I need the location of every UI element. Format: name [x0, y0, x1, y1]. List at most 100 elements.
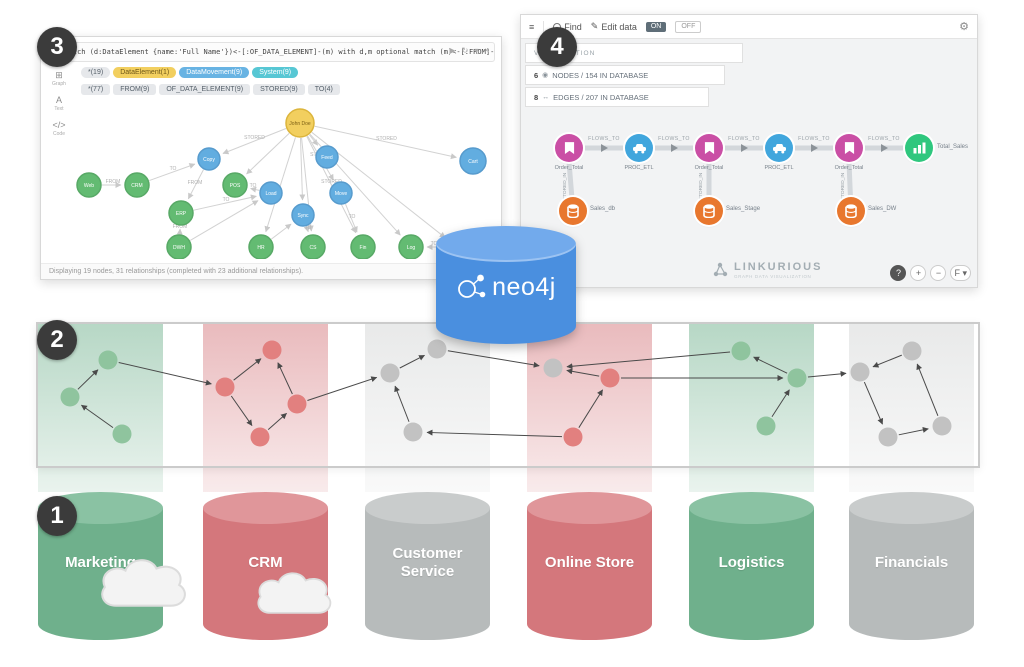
car-icon [632, 143, 646, 153]
graph-node[interactable] [168, 200, 194, 226]
relationship-pill[interactable]: TO(4) [307, 84, 340, 95]
edit-on-toggle[interactable]: ON [645, 21, 667, 32]
network-node [850, 362, 870, 382]
graph-node[interactable] [259, 181, 283, 205]
count-text: NODES / 154 IN DATABASE [552, 70, 649, 80]
flow-node-bookmark[interactable] [555, 134, 583, 162]
graph-node[interactable] [350, 234, 376, 259]
network-node [731, 341, 751, 361]
help-button[interactable]: ? [890, 265, 907, 281]
filter-button[interactable]: F ▾ [950, 265, 971, 281]
graph-node-label: Log [407, 245, 416, 251]
linkurious-tagline: GRAPH DATA VISUALIZATION [734, 273, 812, 279]
visualization-info-box: VISUALIZATION6◉NODES / 154 IN DATABASE8↔… [525, 43, 743, 107]
close-icon[interactable]: × [484, 46, 489, 55]
store-node[interactable] [837, 197, 865, 225]
bookmark-icon [844, 141, 854, 154]
zoom-in-button[interactable]: + [910, 265, 927, 281]
cylinder-body [849, 508, 974, 640]
graph-node[interactable] [315, 145, 339, 169]
network-edge [916, 363, 939, 416]
flow-node-car[interactable] [625, 134, 653, 162]
graph-view-icon: ⊞ [55, 70, 63, 80]
view-switch-code[interactable]: </>Code [52, 120, 66, 138]
relationship-pill[interactable]: FROM(9) [113, 84, 157, 95]
flow-node-car[interactable] [765, 134, 793, 162]
cylinder-body [365, 508, 490, 640]
network-edge [566, 351, 731, 370]
edit-data-control[interactable]: ✎ Edit data [590, 21, 637, 32]
flow-node-chart[interactable] [905, 134, 933, 162]
refresh-icon[interactable]: ↻ [461, 46, 469, 55]
relationship-label: STORED [321, 179, 342, 185]
graph-node-label: Move [335, 191, 347, 197]
graph-node-label: ERP [176, 211, 187, 217]
gear-icon[interactable]: ⚙ [959, 21, 969, 33]
relationship-pill[interactable]: *(77) [81, 84, 111, 95]
graph-node[interactable] [300, 234, 326, 259]
bookmark-icon [704, 141, 714, 154]
store-node[interactable] [559, 197, 587, 225]
graph-node[interactable] [329, 181, 353, 205]
graph-node[interactable] [124, 172, 150, 198]
flow-node-caption: Order_Total [834, 165, 864, 171]
relationship-pill[interactable]: STORED(9) [253, 84, 305, 95]
cloud-icon [257, 572, 332, 614]
cypher-query-input[interactable]: $ match (d:DataElement {name:'Full Name'… [47, 42, 495, 62]
data-stream-band-customer-service [365, 324, 490, 492]
code-view-icon: </> [52, 120, 66, 130]
view-switch-graph[interactable]: ⊞Graph [52, 70, 66, 88]
relationship-pill[interactable]: OF_DATA_ELEMENT(9) [159, 84, 251, 95]
menu-icon[interactable]: ≡ [529, 21, 535, 32]
node-label-pill[interactable]: *(19) [81, 67, 111, 78]
database-label: Logistics [718, 554, 785, 572]
relationship-label: TO [349, 214, 356, 220]
play-icon[interactable]: ▶ [449, 46, 456, 55]
step-3-badge: 3 [37, 27, 77, 67]
graph-node[interactable] [398, 234, 424, 259]
relationship-label: TO [223, 197, 230, 203]
node-label-pill[interactable]: DataElement(1) [113, 67, 177, 78]
graph-node[interactable] [197, 147, 221, 171]
graph-node[interactable] [285, 108, 315, 138]
edit-off-toggle[interactable]: OFF [675, 20, 702, 33]
node-label-pill[interactable]: System(9) [252, 67, 299, 78]
database-label: Customer Service [392, 545, 463, 581]
bookmark-icon [564, 141, 574, 154]
collapse-icon[interactable]: ▾ [474, 46, 479, 55]
graph-node[interactable] [222, 172, 248, 198]
linkurious-logo: LINKURIOUS GRAPH DATA VISUALIZATION [711, 261, 822, 279]
count-text: EDGES / 207 IN DATABASE [553, 92, 649, 102]
network-edge [80, 404, 114, 429]
network-edge [426, 429, 563, 438]
view-switch-label: Text [54, 106, 64, 112]
graph-node[interactable] [291, 203, 315, 227]
graph-status-bar: Displaying 19 nodes, 31 relationships (c… [41, 263, 501, 279]
car-icon [772, 143, 786, 153]
network-edge [771, 389, 790, 418]
graph-node[interactable] [459, 147, 487, 175]
neo4j-logo-text: neo4j [492, 272, 556, 301]
relationship-edge [314, 125, 457, 160]
graph-node[interactable] [76, 172, 102, 198]
network-node [215, 377, 235, 397]
network-edge [399, 354, 425, 369]
network-node [878, 427, 898, 447]
flow-node-bookmark[interactable] [695, 134, 723, 162]
zoom-out-button[interactable]: − [930, 265, 947, 281]
store-node[interactable] [695, 197, 723, 225]
database-icon [845, 204, 857, 218]
graph-node[interactable] [166, 234, 192, 259]
relationship-edge [193, 194, 257, 211]
node-label-pill[interactable]: DataMovement(9) [179, 67, 250, 78]
relationship-edge [187, 169, 204, 200]
graph-node-label: Web [84, 183, 94, 189]
graph-node[interactable] [248, 234, 274, 259]
network-edge [898, 426, 929, 436]
node-label-pills: *(19)DataElement(1)DataMovement(9)System… [81, 67, 493, 78]
flow-node-bookmark[interactable] [835, 134, 863, 162]
